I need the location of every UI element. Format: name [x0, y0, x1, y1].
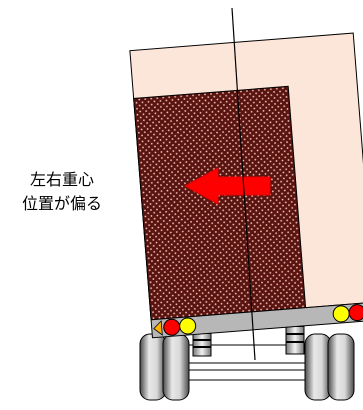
cargo-load	[133, 85, 307, 321]
rear-bumper	[150, 301, 363, 339]
left-reflector	[153, 320, 163, 336]
right-tires	[304, 333, 355, 401]
caption-line-1: 左右重心	[29, 170, 94, 189]
left-tires	[139, 333, 190, 401]
caption-line-2: 位置が偏る	[21, 194, 102, 213]
right-tail-lamp-red	[348, 304, 363, 322]
left-tail-lamp-yellow	[179, 317, 197, 335]
truck-body-group	[129, 32, 363, 339]
left-arrow-icon	[183, 167, 271, 205]
center-line	[231, 7, 256, 361]
